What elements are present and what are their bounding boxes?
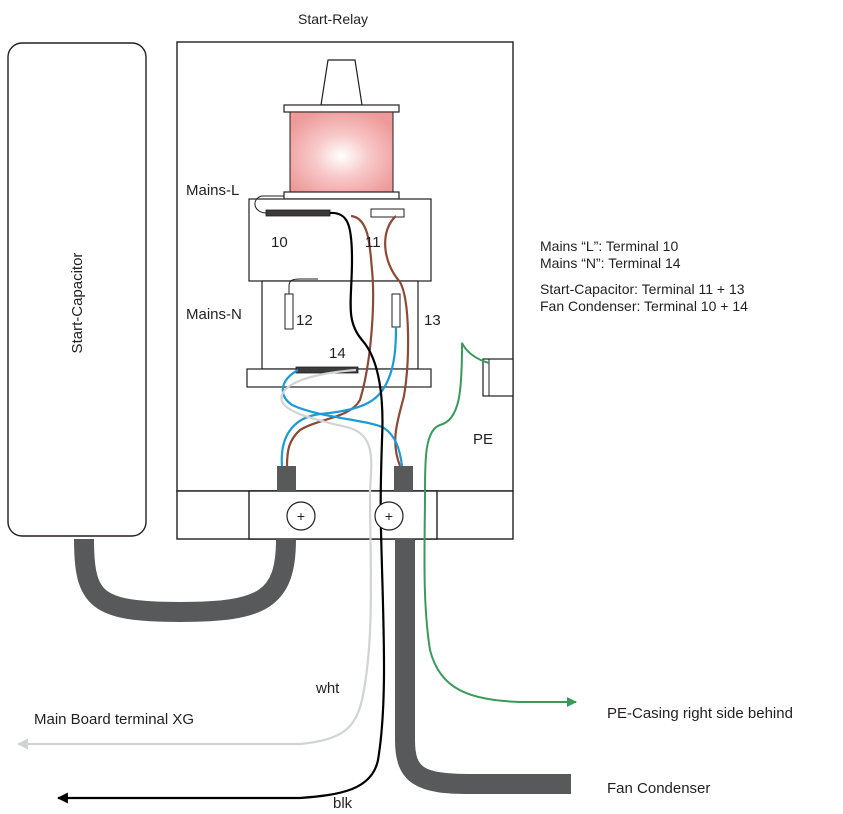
terminal-block bbox=[248, 490, 438, 540]
green-pe-wire bbox=[423, 342, 577, 707]
capacitor-cable bbox=[74, 538, 296, 623]
terminal-13-contact bbox=[391, 293, 401, 328]
white-wire bbox=[16, 368, 373, 750]
pe-casing-label: PE-Casing right side behind bbox=[607, 705, 793, 722]
start-capacitor-body bbox=[7, 42, 147, 537]
wht-label: wht bbox=[315, 680, 340, 697]
brown-wire-11 bbox=[384, 215, 410, 467]
mains-n-lead bbox=[288, 278, 318, 294]
diagram-title: Start-Relay bbox=[298, 11, 368, 27]
start-capacitor-label: Start-Capacitor bbox=[69, 253, 86, 354]
right-cable-stub bbox=[394, 466, 413, 492]
blue-wire-14 bbox=[281, 369, 404, 467]
relay-coil bbox=[289, 111, 394, 193]
pe-label: PE bbox=[473, 431, 493, 448]
main-board-label: Main Board terminal XG bbox=[34, 711, 194, 728]
terminal-12-label: 12 bbox=[296, 312, 313, 329]
fan-condenser-cable bbox=[395, 539, 571, 794]
terminal-13-label: 13 bbox=[424, 312, 441, 329]
left-terminal-screw bbox=[286, 501, 316, 531]
mains-n-label: Mains-N bbox=[186, 306, 242, 323]
mains-l-label: Mains-L bbox=[186, 182, 239, 199]
terminal-14-label: 14 bbox=[329, 345, 346, 362]
coil-top-plate bbox=[283, 104, 400, 113]
right-terminal-screw bbox=[374, 501, 404, 531]
legend-line-3: Start-Capacitor: Terminal 11 + 13 bbox=[540, 281, 745, 297]
fan-condenser-label: Fan Condenser bbox=[607, 780, 710, 797]
terminal-10-label: 10 bbox=[271, 234, 288, 251]
relay-cap bbox=[320, 59, 363, 106]
terminal-11-label: 11 bbox=[365, 234, 381, 251]
left-screw-symbol: + bbox=[297, 508, 305, 524]
legend-line-4: Fan Condenser: Terminal 10 + 14 bbox=[540, 298, 748, 314]
legend-line-1: Mains “L”: Terminal 10 bbox=[540, 238, 678, 254]
coil-bottom-plate bbox=[283, 191, 400, 200]
right-screw-symbol: + bbox=[385, 508, 393, 524]
brown-wire-10 bbox=[285, 214, 375, 467]
terminal-10-contact bbox=[265, 209, 331, 217]
blue-wire-13 bbox=[280, 326, 398, 467]
terminal-11-contact bbox=[370, 208, 405, 218]
mains-l-lead bbox=[254, 195, 284, 214]
black-wire bbox=[56, 211, 386, 804]
blk-label: blk bbox=[333, 795, 353, 812]
terminal-12-contact bbox=[284, 293, 294, 330]
pe-connector bbox=[482, 358, 514, 397]
legend-line-2: Mains “N”: Terminal 14 bbox=[540, 255, 681, 271]
left-cable-stub bbox=[277, 466, 296, 492]
